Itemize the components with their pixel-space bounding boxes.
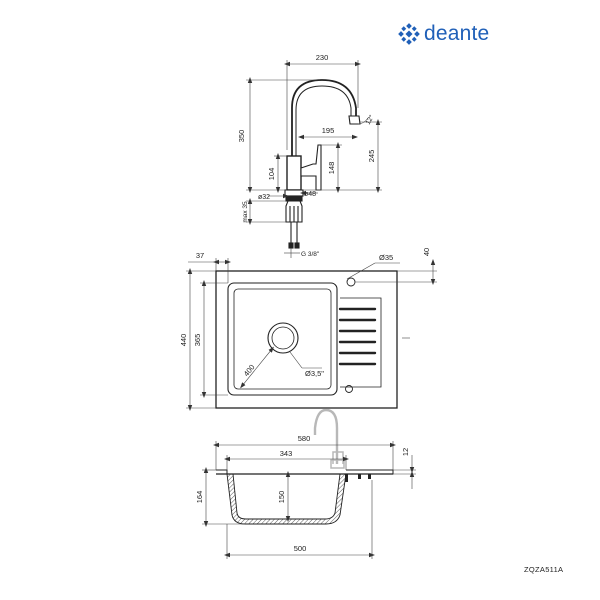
sink-section-dimensions bbox=[202, 441, 416, 559]
dim-bowl-diag: 400 bbox=[242, 363, 257, 378]
dim-outer-height: 440 bbox=[179, 334, 188, 347]
brand-logo: deante bbox=[398, 22, 489, 46]
dim-bowl-width: 343 bbox=[280, 449, 293, 458]
model-code: ZQZA511A bbox=[524, 565, 564, 574]
faucet-drawing bbox=[284, 79, 361, 249]
sink-top-labels: 37 Ø35 40 440 365 Ø3,5" 400 bbox=[179, 248, 431, 378]
dim-body-height: 148 bbox=[327, 162, 336, 175]
dim-faucet-height: 350 bbox=[237, 130, 246, 143]
dim-bottom-width: 500 bbox=[294, 544, 307, 553]
dim-offset-x: 37 bbox=[196, 251, 204, 260]
sink-section-labels: 580 343 12 164 150 500 bbox=[195, 434, 410, 553]
dim-spout-height: 245 bbox=[367, 150, 376, 163]
sink-top-view bbox=[215, 270, 398, 409]
sink-section-view bbox=[216, 408, 394, 525]
dim-thread: G 3/8" bbox=[301, 251, 320, 258]
dim-hole-d: Ø35 bbox=[379, 253, 393, 262]
dim-section-height: 164 bbox=[195, 491, 204, 504]
dim-angle: 12° bbox=[364, 113, 376, 126]
sink-top-dimensions bbox=[186, 258, 437, 411]
dim-rim: 12 bbox=[401, 448, 410, 456]
brand-name: deante bbox=[424, 22, 490, 45]
dim-offset-y: 40 bbox=[422, 248, 431, 256]
dim-faucet-width: 230 bbox=[316, 53, 329, 62]
snowflake-diamond-icon bbox=[398, 23, 420, 45]
faucet-dimensions bbox=[246, 60, 382, 258]
dim-inner-height: 365 bbox=[193, 334, 202, 347]
dim-base-d1: ø32 bbox=[258, 194, 270, 201]
dim-max-counter: max 35 bbox=[242, 201, 249, 223]
dim-base-height: 104 bbox=[267, 168, 276, 181]
faucet-labels: 230 350 245 195 148 104 max 35 ø32 ø48 G… bbox=[237, 53, 376, 258]
dim-outer-width: 580 bbox=[298, 434, 311, 443]
dim-depth: 150 bbox=[277, 491, 286, 504]
dim-base-d2: ø48 bbox=[304, 191, 316, 198]
dim-reach: 195 bbox=[322, 126, 335, 135]
dim-drain-d: Ø3,5" bbox=[305, 369, 324, 378]
